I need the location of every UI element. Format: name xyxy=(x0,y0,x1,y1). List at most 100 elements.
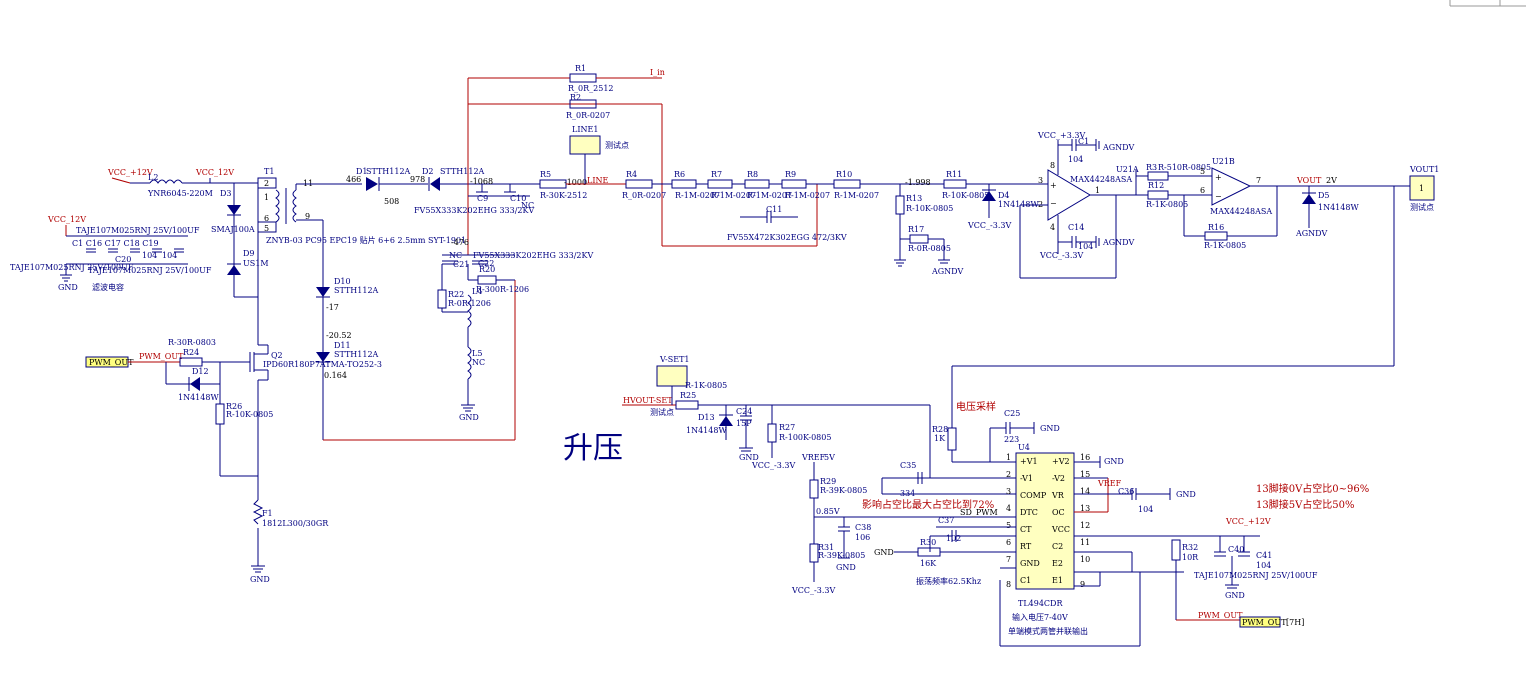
r5-ref: R5 xyxy=(540,170,551,179)
pwm-out-port-right-text: PWM_OUT xyxy=(1242,618,1287,627)
r17-val: R-0R-0805 xyxy=(908,244,951,253)
d2-diode xyxy=(430,177,440,191)
pwm-out-port-right[interactable] xyxy=(1239,616,1281,628)
gnd-c25: GND xyxy=(1040,424,1060,433)
u4-pin16-num: 16 xyxy=(1080,453,1090,462)
r32-val: 10R xyxy=(1182,553,1199,562)
c25-ref: C25 xyxy=(1004,409,1020,418)
d1-part: STTH112A xyxy=(366,167,411,176)
d1-ref: D1 xyxy=(356,167,368,176)
gnd-u4-16: GND xyxy=(1104,457,1124,466)
r16-val: R-1K-0805 xyxy=(1204,241,1246,250)
r10-ref: R10 xyxy=(836,170,852,179)
node-1000: -1000 xyxy=(564,178,587,187)
switch-section: PWM_OUT PWM_OUT R24 R-30R-0803 D12 1N414… xyxy=(85,338,382,584)
vcc-m33-3: VCC_-3.3V xyxy=(751,461,795,470)
pwm-controller: V-SET1 测试点 HVOUT-SET R25 R-1K-0805 D13 1… xyxy=(622,355,1369,647)
pwm-out-sheet-ref: [7H] xyxy=(1286,618,1304,627)
agndv-2: AGNDV xyxy=(1102,143,1134,152)
c37-ref: C37 xyxy=(938,516,954,525)
r1-ref: R1 xyxy=(575,64,586,73)
u4-pin1-num: 1 xyxy=(1006,453,1011,462)
u21a-ref: U21A xyxy=(1116,165,1139,174)
r6-val: R-1M-0207 xyxy=(675,191,720,200)
c38-val: 106 xyxy=(855,533,870,542)
line1-testpoint-label: 测试点 xyxy=(605,140,629,150)
r30-val: 16K xyxy=(920,559,937,568)
t1-pin2: 2 xyxy=(264,179,269,188)
d11-ref: D11 xyxy=(334,341,351,350)
c35-val: 334 xyxy=(900,489,915,498)
d5-val: 1N4148W xyxy=(1318,203,1359,212)
r4-val: R_0R-0207 xyxy=(622,191,666,200)
input-filter: VCC_+12V VCC_12V L2 YNR6045-220M D3 SMAJ… xyxy=(10,168,269,298)
u4-pin12-num: 12 xyxy=(1080,521,1090,530)
c1-ref: C1 xyxy=(1078,137,1089,146)
l2-ref: L2 xyxy=(148,173,158,182)
r26-val: R-10K-0805 xyxy=(226,410,273,419)
vset-testpoint[interactable] xyxy=(656,365,688,387)
node-476: -476 xyxy=(451,238,469,247)
d3-part: SMAJ100A xyxy=(211,225,255,234)
r2-ref: R2 xyxy=(570,93,581,102)
u4-pin15-num: 15 xyxy=(1080,470,1090,479)
u21a-pin4: 4 xyxy=(1050,223,1055,232)
u21b-minus: − xyxy=(1215,192,1222,201)
vout1-testpoint[interactable] xyxy=(1409,175,1435,201)
t1-ref: T1 xyxy=(264,167,274,176)
u4-pin4-name: DTC xyxy=(1020,508,1038,517)
u4-pin8-name: C1 xyxy=(1020,576,1031,585)
note-13-0v: 13脚接0V占空比0~96% xyxy=(1256,482,1369,495)
gnd-c36: GND xyxy=(1176,490,1196,499)
r24-ref: R24 xyxy=(183,348,199,357)
c14-val: 104 xyxy=(1078,242,1093,251)
u21b-part: MAX44248ASA xyxy=(1210,207,1272,216)
r26-ref: R26 xyxy=(226,402,242,411)
freq-note: 振荡频率62.5Khz xyxy=(916,576,981,586)
t1-part: ZNYB-03 PC95 EPC19 贴片 6+6 2.5mm SYT-1901 xyxy=(266,235,466,245)
vset-label: 测试点 xyxy=(650,407,674,417)
f1-ref: F1 xyxy=(262,509,273,518)
gnd-c40: GND xyxy=(1225,591,1245,600)
d4-ref: D4 xyxy=(998,191,1010,200)
d12-ref: D12 xyxy=(192,367,209,376)
vset-ref: V-SET1 xyxy=(659,355,690,364)
agndv-3: AGNDV xyxy=(1102,238,1134,247)
r11-val: R-10K-0805 xyxy=(942,191,989,200)
l5-nc: NC xyxy=(472,358,485,367)
node-1068: -1068 xyxy=(470,177,493,186)
d9-ref: D9 xyxy=(243,249,255,258)
r12-ref: R12 xyxy=(1148,181,1164,190)
r9-val: R-1M-0207 xyxy=(785,191,830,200)
u21b-plus: + xyxy=(1215,173,1222,182)
line1-ref: LINE1 xyxy=(572,125,598,134)
u4-pin9-name: E1 xyxy=(1052,576,1063,585)
vcc-m33-4: VCC_-3.3V xyxy=(791,586,835,595)
u21a-part: MAX44248ASA xyxy=(1070,175,1132,184)
u21a-plus: + xyxy=(1050,181,1057,190)
t1-pin1: 1 xyxy=(264,193,269,202)
gnd-left: GND xyxy=(58,283,78,292)
u4-pin13-num: 13 xyxy=(1080,504,1090,513)
line1-testpoint[interactable] xyxy=(569,135,601,155)
c-part-3: TAJE107M025RNJ 25V/100UF xyxy=(88,266,212,275)
d1-diode xyxy=(366,177,378,191)
r10-val: R-1M-0207 xyxy=(834,191,879,200)
d2-ref: D2 xyxy=(422,167,434,176)
c11-part: FV55X472K302EGG 472/3KV xyxy=(727,233,847,242)
pwm-out-net-2: PWM_OUT xyxy=(1198,611,1243,620)
u21b-pin6: 6 xyxy=(1200,186,1205,195)
u4-pin6-name: RT xyxy=(1020,542,1032,551)
u4-pins: +V1 -V1 COMP DTC CT RT GND C1 +V2 -V2 VR… xyxy=(1006,453,1090,589)
vref-5v: 5V xyxy=(824,453,835,462)
r3-ref: R3 xyxy=(1146,163,1157,172)
r13-ref: R13 xyxy=(906,194,922,203)
u21b-ref: U21B xyxy=(1212,157,1235,166)
node-0164: 0.164 xyxy=(324,371,347,380)
d2-part: STTH112A xyxy=(440,167,485,176)
c41-val: 104 xyxy=(1256,561,1271,570)
gnd-rt: GND xyxy=(874,548,894,557)
q2-part: IPD60R180P7ATMA-TO252-3 xyxy=(263,360,382,369)
r24-val: R-30R-0803 xyxy=(168,338,216,347)
